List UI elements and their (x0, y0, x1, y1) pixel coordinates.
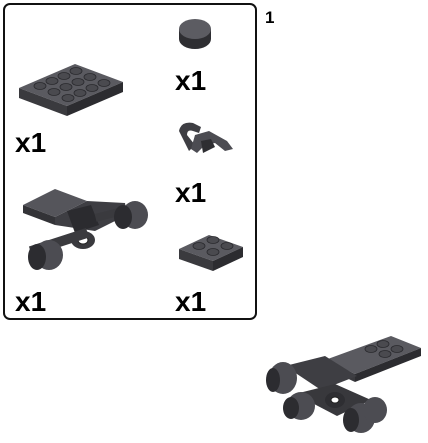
wheel-holder-bogie-icon (15, 185, 160, 280)
round-tile-quantity: x1 (175, 65, 207, 96)
step-number: 1 (265, 8, 275, 27)
parts-list-callout: x1 x1 x1 (3, 3, 257, 320)
plate-2x4-quantity: x1 (15, 127, 47, 158)
plate-2x2-icon (175, 227, 247, 277)
wheel-holder-quantity: x1 (15, 286, 47, 317)
plate-2x2-quantity: x1 (175, 286, 207, 317)
clip-bracket-icon (175, 117, 239, 161)
round-tile-1x1-icon (175, 15, 215, 53)
assembly-result-icon (265, 330, 425, 443)
clip-bracket-quantity: x1 (175, 177, 207, 208)
plate-2x4-icon (15, 60, 127, 120)
